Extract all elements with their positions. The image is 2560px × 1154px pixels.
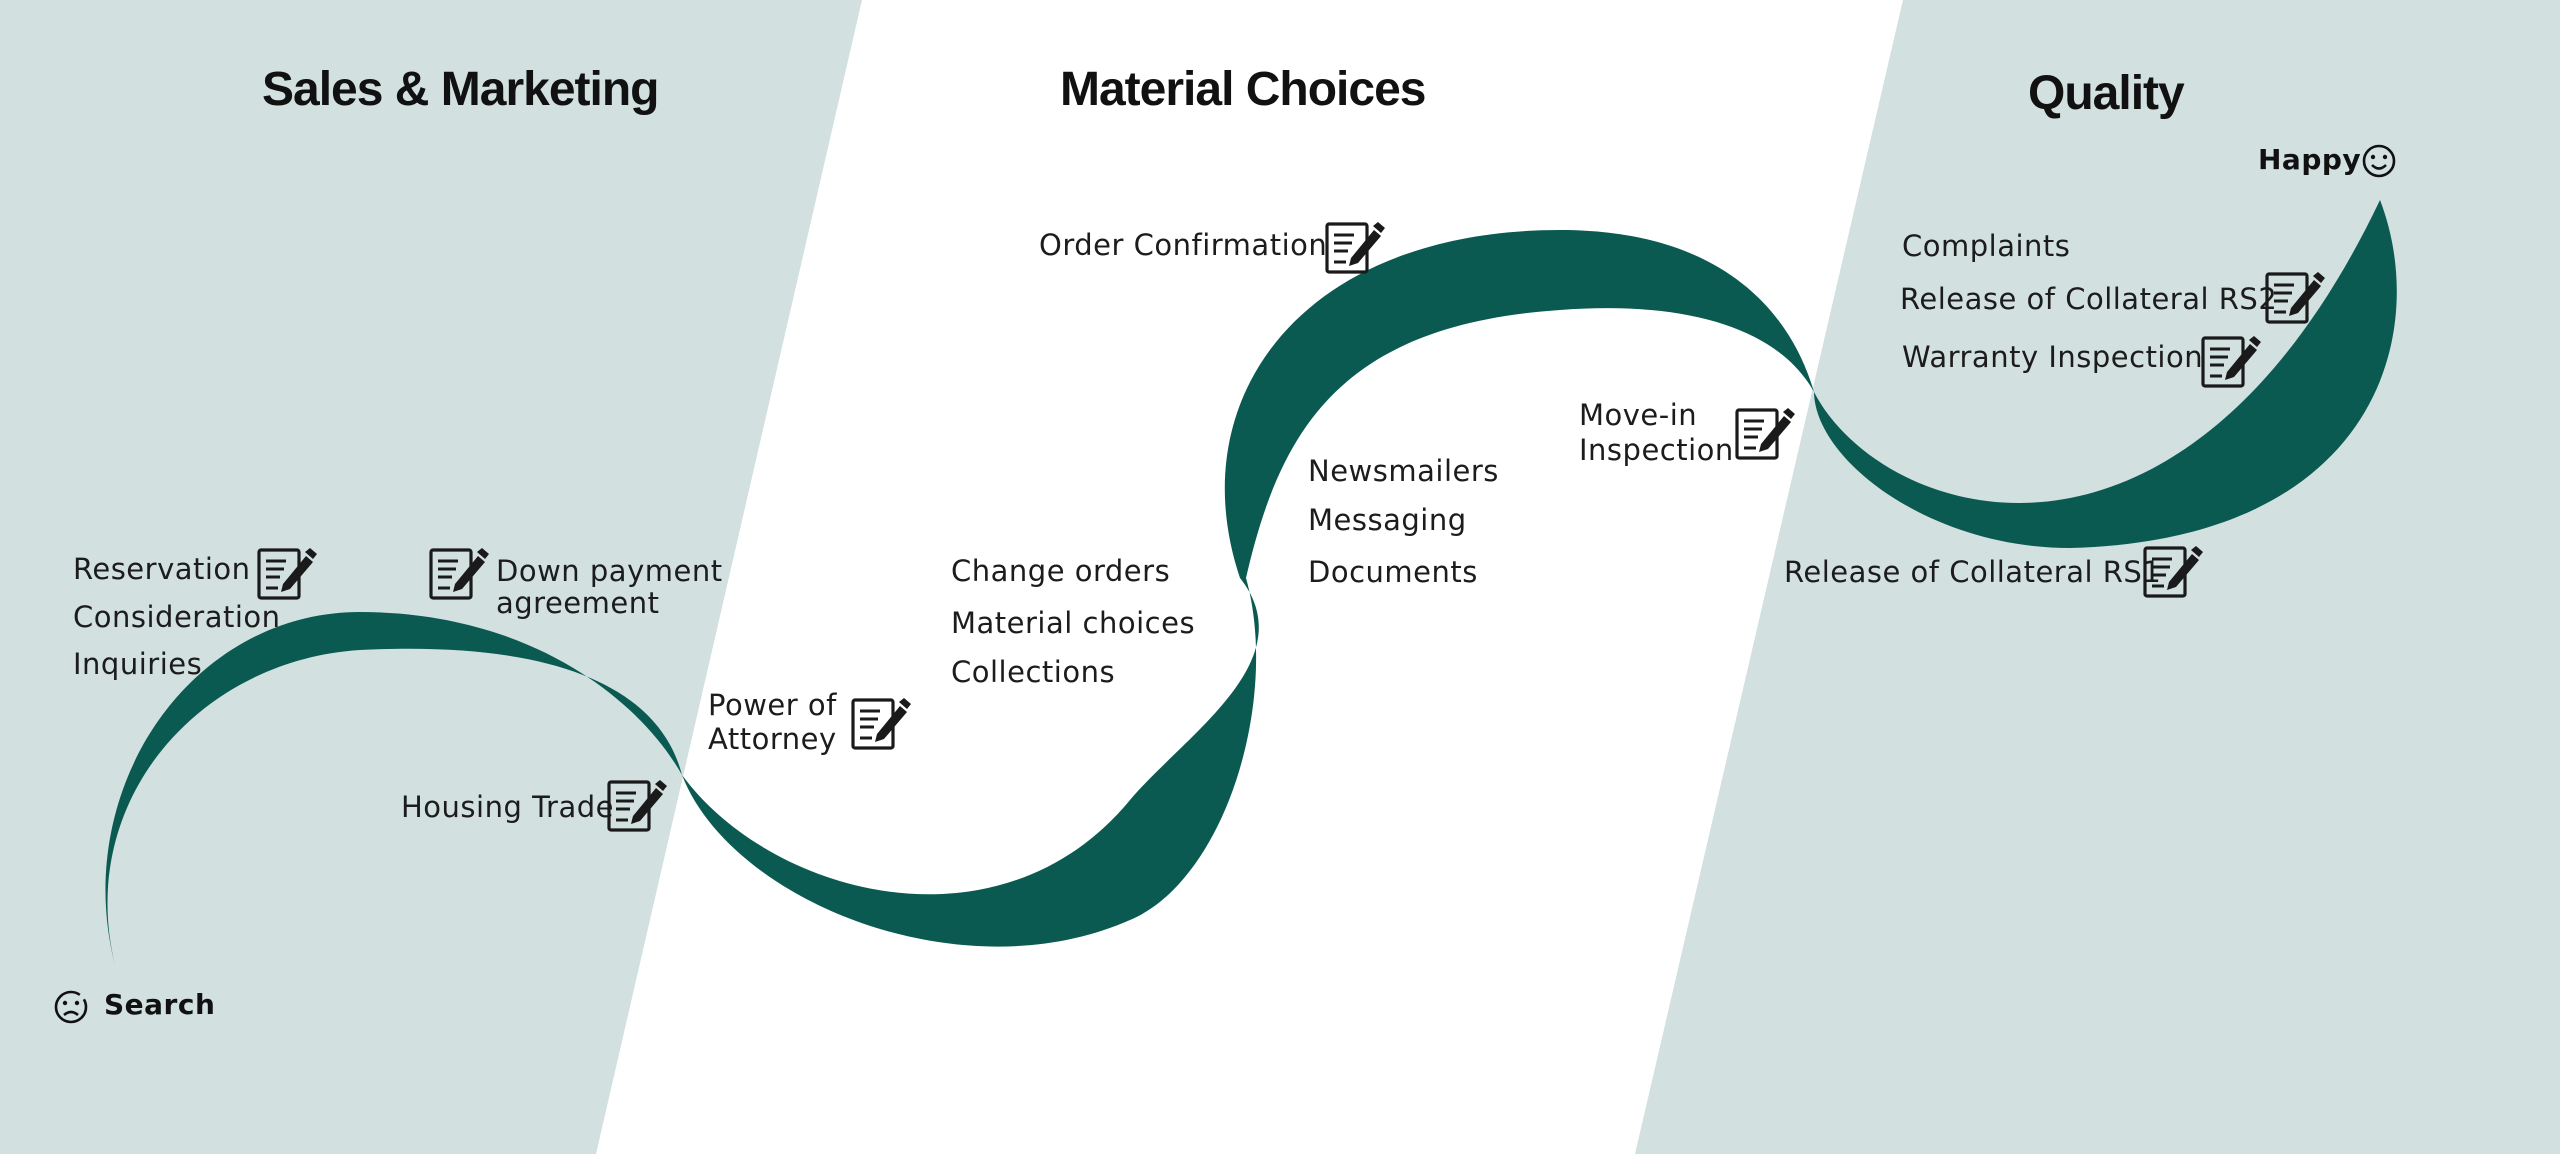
band-quality <box>1635 0 2560 1154</box>
end-label: Happy <box>2258 143 2362 176</box>
document-sign-icon <box>606 778 668 836</box>
document-sign-icon <box>1324 220 1386 278</box>
document-sign-icon <box>2142 544 2204 602</box>
label-documents: Documents <box>1308 555 1478 589</box>
heading-quality: Quality <box>2028 67 2185 120</box>
label-consideration: Consideration <box>73 600 281 634</box>
label-inquiries: Inquiries <box>73 647 203 681</box>
label-change-orders: Change orders <box>951 554 1171 588</box>
label-complaints: Complaints <box>1902 229 2071 263</box>
label-move-in-line2: Inspection <box>1579 433 1734 467</box>
label-collections: Collections <box>951 655 1116 689</box>
heading-sales-marketing: Sales & Marketing <box>262 63 659 116</box>
label-reservation: Reservation <box>73 552 251 586</box>
label-material-choices: Material choices <box>951 606 1196 640</box>
smiley-face-icon <box>2362 144 2396 178</box>
label-move-in-line1: Move-in <box>1579 398 1698 432</box>
document-sign-icon <box>1734 406 1796 464</box>
document-sign-icon <box>428 546 490 604</box>
label-newsmailers: Newsmailers <box>1308 454 1499 488</box>
sad-face-icon <box>54 990 88 1024</box>
label-warranty-inspection: Warranty Inspection <box>1902 340 2204 374</box>
document-sign-icon <box>256 546 318 604</box>
label-power-of-attorney-line1: Power of <box>708 688 837 722</box>
document-sign-icon <box>850 696 912 754</box>
document-sign-icon <box>2264 270 2326 328</box>
label-down-payment-line1: Down payment <box>496 554 723 588</box>
heading-material-choices: Material Choices <box>1060 63 1426 116</box>
label-messaging: Messaging <box>1308 503 1467 537</box>
document-sign-icon <box>2200 334 2262 392</box>
label-power-of-attorney-line2: Attorney <box>708 722 837 756</box>
label-order-confirmation: Order Confirmation <box>1039 228 1328 262</box>
label-housing-trade: Housing Trade <box>401 790 614 824</box>
start-label: Search <box>104 988 216 1021</box>
label-release-rs2: Release of Collateral RS2 <box>1900 282 2278 316</box>
label-release-rs1: Release of Collateral RS1 <box>1784 555 2162 589</box>
label-down-payment-line2: agreement <box>496 586 660 620</box>
